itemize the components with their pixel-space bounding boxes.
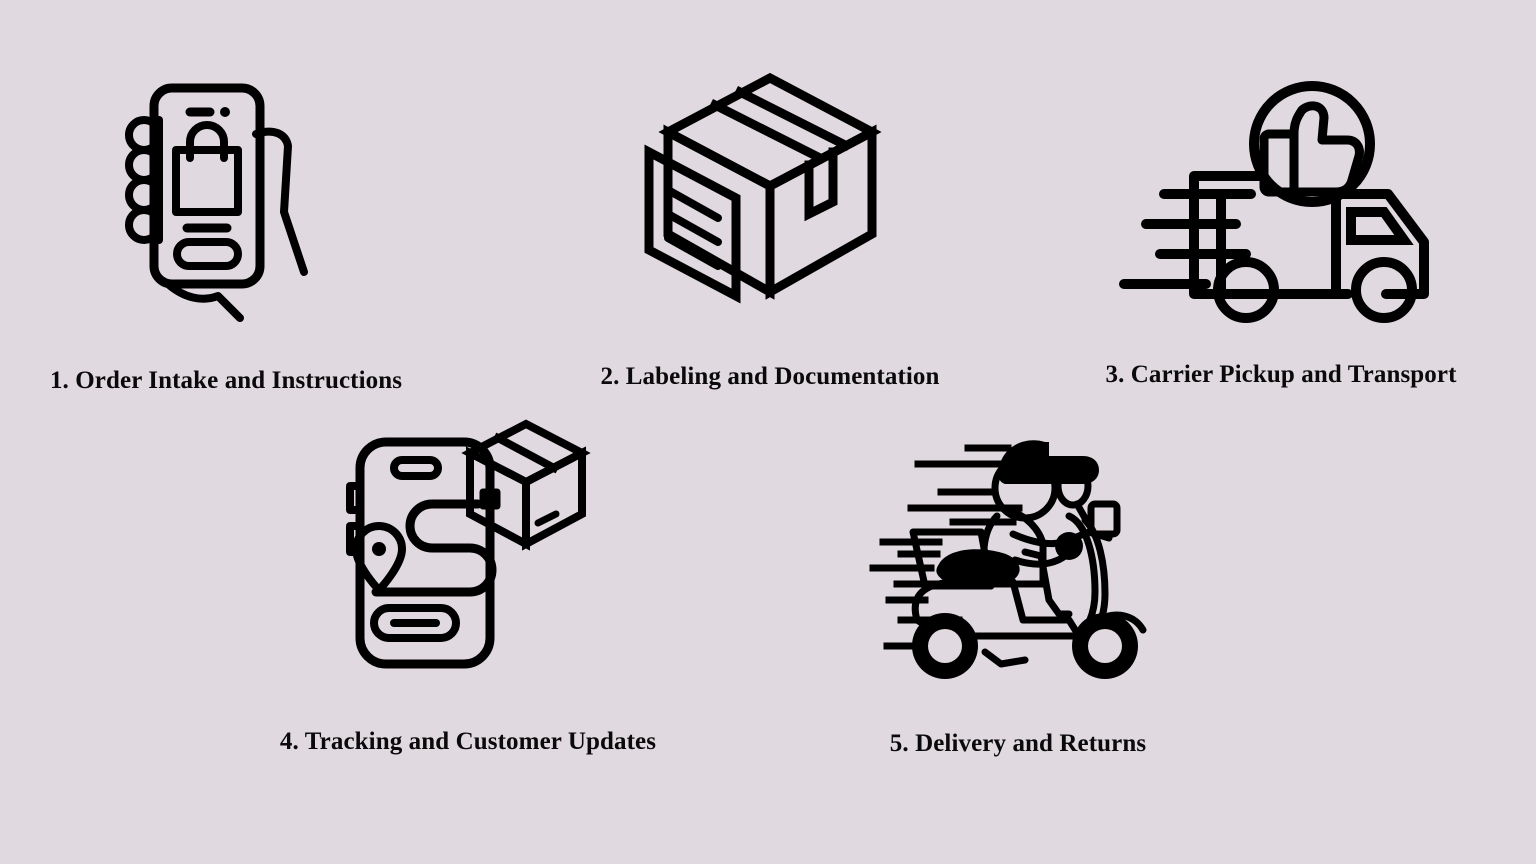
phone-tracking-route-package-icon [338, 419, 598, 675]
step-4-label: 4. Tracking and Customer Updates [279, 728, 657, 755]
step-5-delivery-returns: 5. Delivery and Returns [869, 424, 1150, 757]
step-1-order-intake: 1. Order Intake and Instructions [46, 72, 406, 393]
delivery-truck-thumbs-up-icon [1116, 72, 1446, 323]
step-1-label: 1. Order Intake and Instructions [49, 367, 403, 394]
package-box-with-document-icon [640, 72, 900, 322]
step-2-label: 2. Labeling and Documentation [600, 363, 940, 390]
delivery-scooter-rider-icon [869, 424, 1163, 689]
step-3-carrier-pickup: 3. Carrier Pickup and Transport [1098, 72, 1464, 387]
step-3-label: 3. Carrier Pickup and Transport [1105, 361, 1457, 388]
hand-holding-phone-shopping-bag-icon [106, 72, 346, 322]
step-4-tracking: 4. Tracking and Customer Updates [274, 419, 662, 755]
step-2-labeling: 2. Labeling and Documentation [594, 72, 946, 389]
step-5-label: 5. Delivery and Returns [889, 730, 1147, 757]
